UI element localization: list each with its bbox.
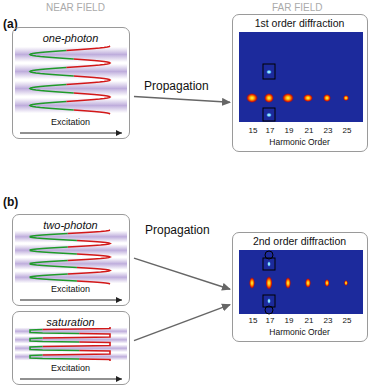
box-text: 23 bbox=[324, 317, 333, 326]
wave-positive bbox=[43, 327, 110, 361]
box-title: 1st order diffraction bbox=[255, 18, 345, 30]
box-text: 19 bbox=[285, 317, 294, 326]
box-text: Harmonic Order bbox=[269, 138, 329, 147]
panel-label: NEAR FIELD bbox=[46, 2, 105, 13]
box-title: two-photon bbox=[43, 219, 97, 231]
edge-label: Propagation bbox=[143, 80, 210, 93]
box-text: 25 bbox=[343, 127, 352, 136]
box-text: Excitation bbox=[51, 285, 90, 295]
box-text: 15 bbox=[249, 317, 258, 326]
near-field-box: two-photonExcitation bbox=[12, 214, 130, 306]
wave-negative bbox=[30, 330, 79, 360]
excitation-axis bbox=[20, 133, 122, 134]
box-text: Excitation bbox=[51, 118, 90, 128]
edge-label: Propagation bbox=[144, 224, 211, 237]
panel-label: (b) bbox=[3, 196, 18, 209]
far-field-box: 1st order diffraction 15 17 19 21 23 25Harmoni… bbox=[232, 14, 368, 152]
box-title: 2nd order diffraction bbox=[253, 236, 346, 248]
excitation-axis bbox=[20, 300, 122, 301]
far-field-image-b bbox=[239, 250, 363, 314]
panel-label: (a) bbox=[3, 18, 18, 31]
box-text: 19 bbox=[285, 127, 294, 136]
box-text: 21 bbox=[305, 317, 314, 326]
box-text: Excitation bbox=[51, 364, 90, 374]
propagation-arrow bbox=[134, 305, 230, 341]
box-text: 15 bbox=[249, 127, 258, 136]
box-title: one-photon bbox=[43, 32, 99, 44]
wave-negative bbox=[30, 51, 74, 111]
wave-negative bbox=[30, 234, 77, 282]
box-title: saturation bbox=[46, 316, 94, 328]
propagation-arrow bbox=[134, 96, 230, 102]
box-text: 23 bbox=[324, 127, 333, 136]
wave-positive bbox=[66, 46, 110, 114]
wave-positive bbox=[68, 230, 110, 284]
excitation-axis bbox=[20, 379, 122, 380]
far-field-image-a bbox=[239, 32, 363, 122]
near-field-box: one-photonExcitation bbox=[12, 27, 130, 139]
box-text: 25 bbox=[343, 317, 352, 326]
near-field-illustration bbox=[15, 46, 127, 379]
far-field-box: 2nd order diffraction 15 17 19 21 23 25Harmoni… bbox=[232, 232, 368, 342]
propagation-arrow bbox=[134, 258, 230, 289]
box-text: 17 bbox=[266, 127, 275, 136]
box-text: 21 bbox=[305, 127, 314, 136]
panel-label: FAR FIELD bbox=[272, 2, 323, 13]
box-text: 17 bbox=[266, 317, 275, 326]
box-text: Harmonic Order bbox=[269, 328, 329, 337]
near-field-box: saturationExcitation bbox=[12, 311, 130, 385]
